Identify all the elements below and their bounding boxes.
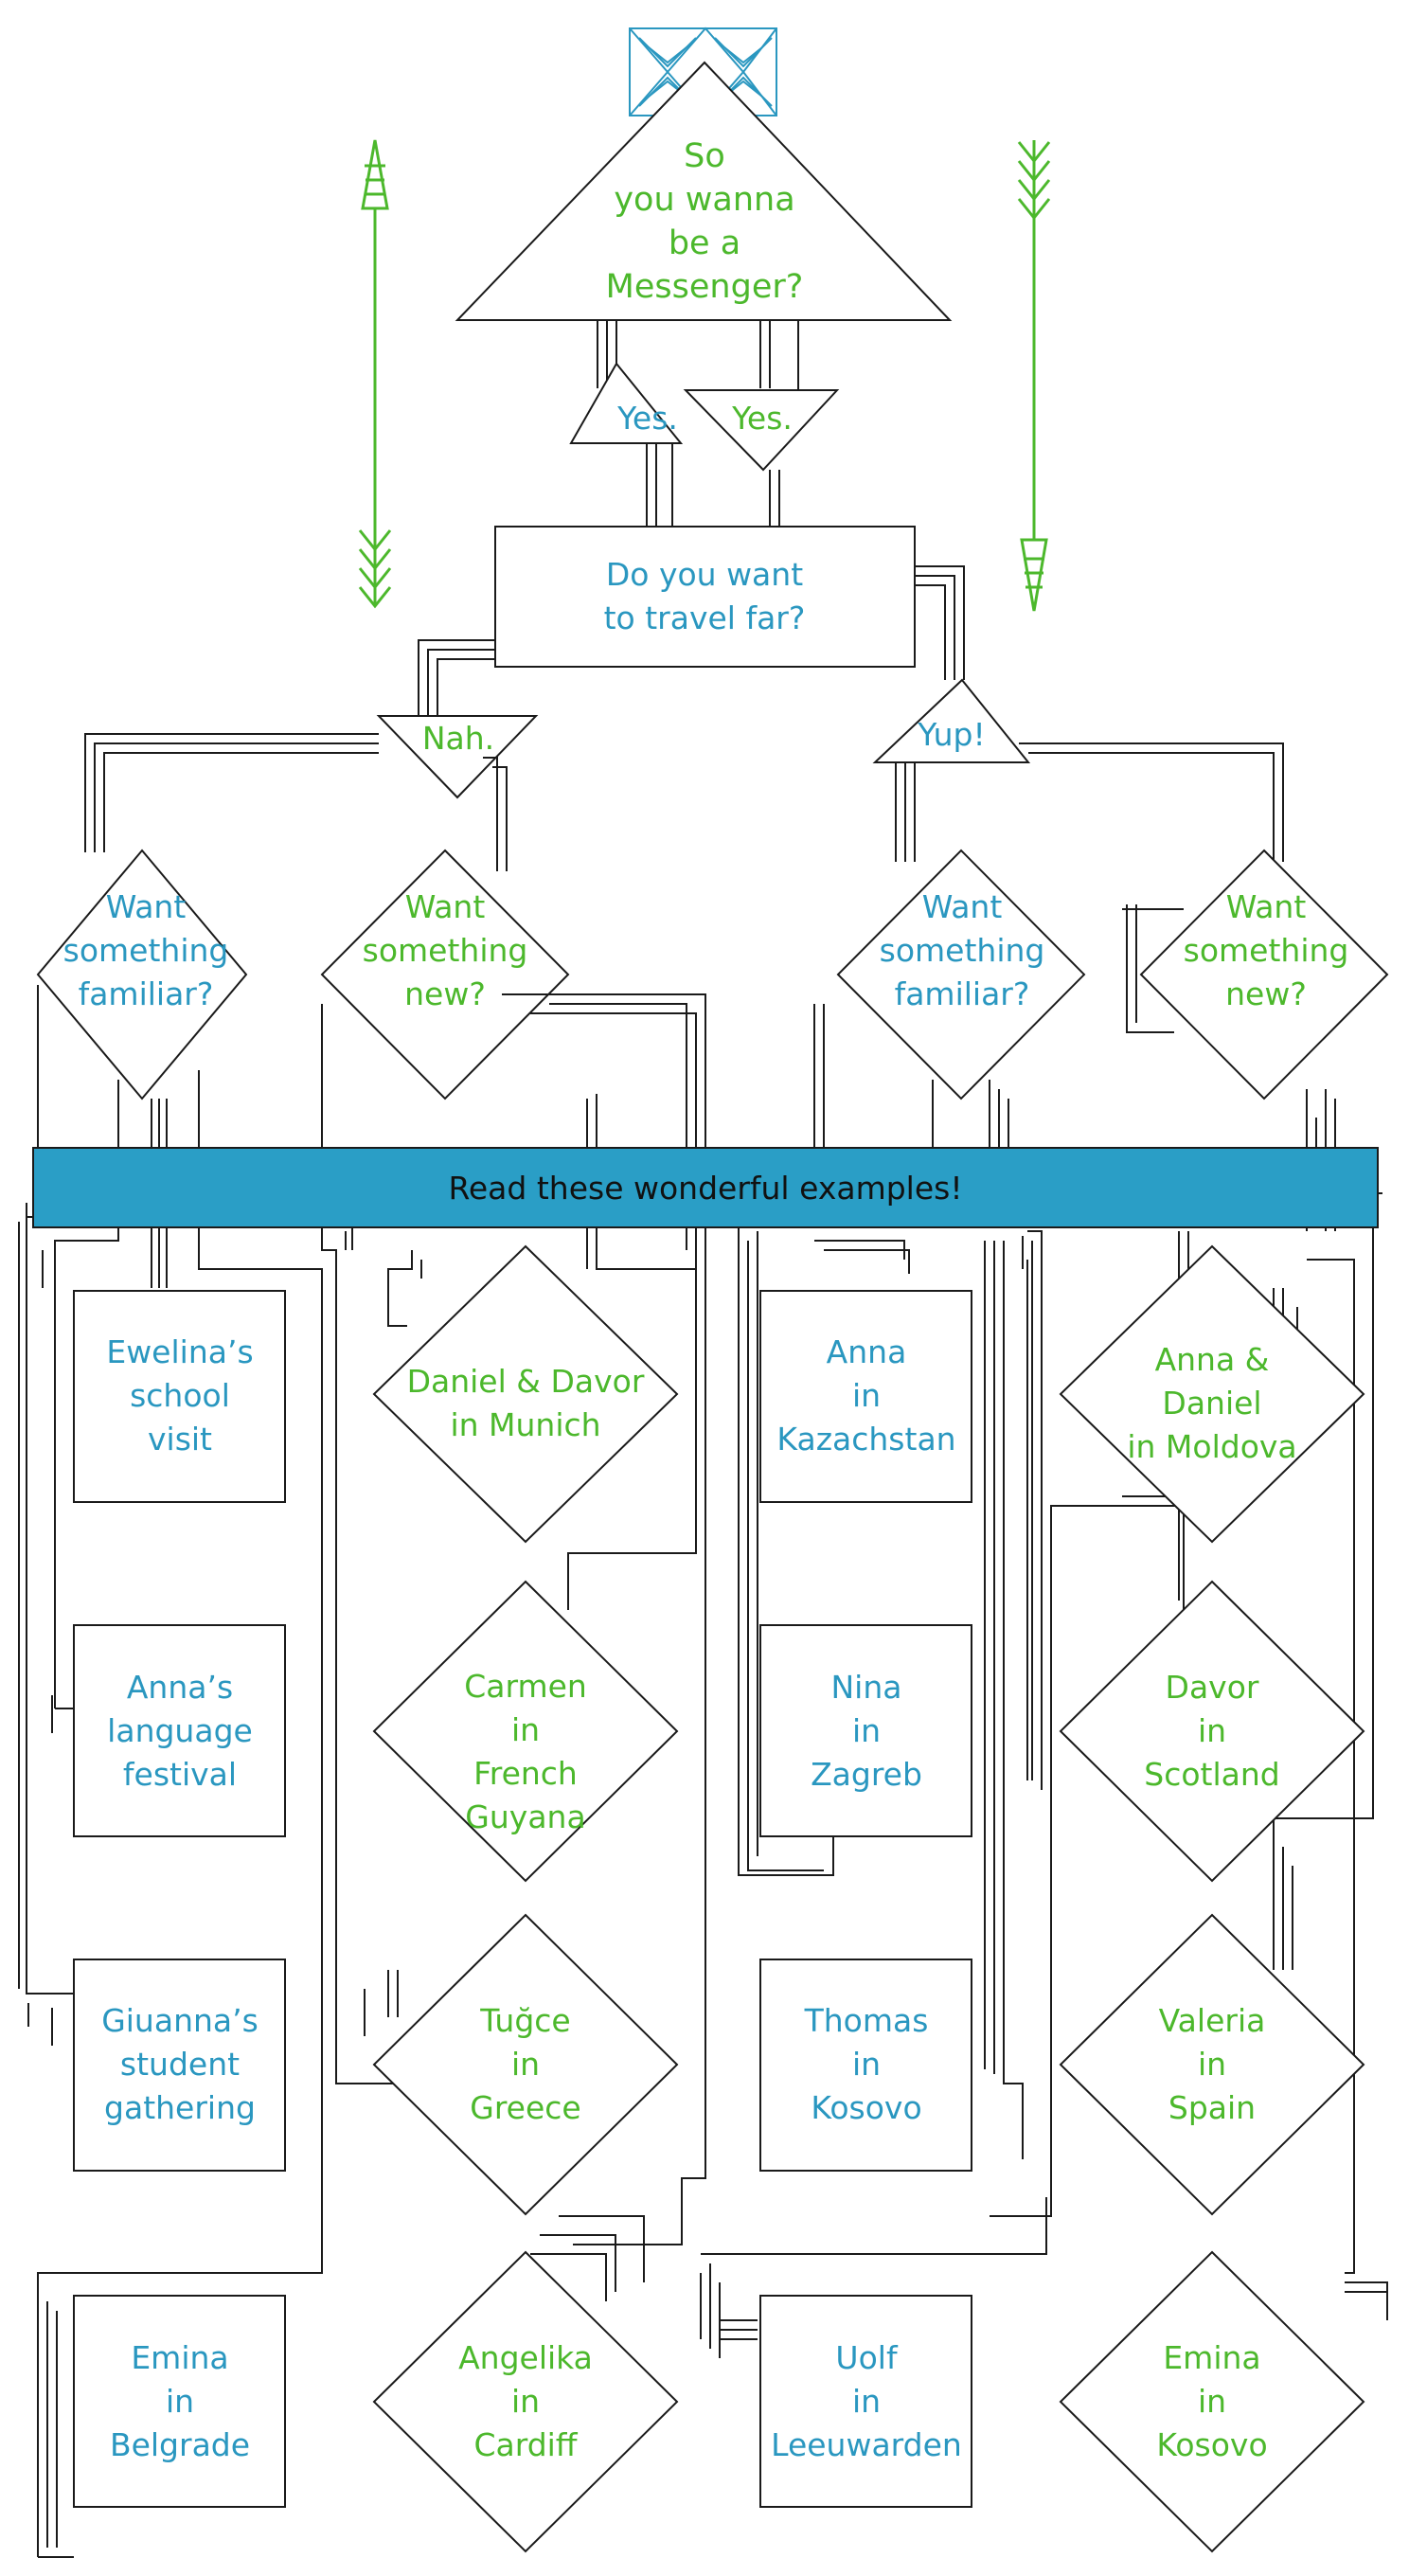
- example-col3-4: Uolf in Leeuwarden: [771, 2339, 962, 2463]
- example-box-col3-2: [759, 1624, 972, 1837]
- arrow-down-icon: [1017, 140, 1051, 612]
- example-diamond-col4-1: [1059, 1244, 1365, 1544]
- example-diamond-col2-4: [372, 2250, 679, 2553]
- example-box-col3-1: [759, 1290, 972, 1503]
- yup-label: Yup!: [918, 716, 986, 753]
- banner-bar: [32, 1147, 1379, 1228]
- example-col2-3: Tuğce in Greece: [470, 2002, 581, 2126]
- branch-familiar-left: Want something familiar?: [62, 888, 229, 1012]
- yes-left-shape: [569, 362, 684, 444]
- messenger-question: So you wanna be a Messenger?: [605, 137, 804, 306]
- example-diamond-col2-1: [372, 1244, 679, 1544]
- branch-new-right: Want something new?: [1183, 888, 1349, 1012]
- branch-diamond-3-shape: [836, 849, 1086, 1100]
- example-diamond-col2-3: [372, 1913, 679, 2216]
- example-col2-1: Daniel & Davor in Munich: [406, 1363, 645, 1443]
- example-diamond-col4-4: [1059, 2250, 1365, 2553]
- example-col4-1: Anna & Daniel in Moldova: [1127, 1341, 1297, 1465]
- example-box-col1-1: [73, 1290, 286, 1503]
- example-col4-2: Davor in Scotland: [1144, 1669, 1280, 1793]
- example-col3-3: Thomas in Kosovo: [804, 2002, 929, 2126]
- connector-lines: [18, 904, 1388, 2558]
- example-col1-3: Giuanna’s student gathering: [101, 2002, 259, 2126]
- example-col3-1: Anna in Kazachstan: [776, 1333, 956, 1458]
- branch-diamond-4-shape: [1139, 849, 1389, 1100]
- example-box-col1-4: [73, 2295, 286, 2508]
- example-box-col1-2: [73, 1624, 286, 1837]
- travel-question-box: [494, 526, 916, 668]
- example-col3-2: Nina in Zagreb: [811, 1669, 922, 1793]
- yes-right-shape: [683, 389, 840, 472]
- example-col4-4: Emina in Kosovo: [1156, 2339, 1268, 2463]
- example-box-col1-3: [73, 1959, 286, 2172]
- branch-diamond-2-shape: [320, 849, 570, 1100]
- example-col2-4: Angelika in Cardiff: [458, 2339, 593, 2463]
- example-diamond-col2-2: [372, 1580, 679, 1883]
- travel-question: Do you want to travel far?: [603, 556, 806, 636]
- example-box-col3-4: [759, 2295, 972, 2508]
- branch-diamond-1-shape: [36, 849, 248, 1100]
- example-diamond-col4-3: [1059, 1913, 1365, 2216]
- example-col1-4: Emina in Belgrade: [109, 2339, 251, 2463]
- example-col4-3: Valeria in Spain: [1158, 2002, 1266, 2126]
- example-col1-2: Anna’s language festival: [107, 1669, 253, 1793]
- yes-left-label: Yes.: [617, 400, 678, 437]
- banner-text: Read these wonderful examples!: [448, 1169, 963, 1207]
- messenger-question-shape: [455, 61, 953, 321]
- example-col1-1: Ewelina’s school visit: [106, 1333, 254, 1458]
- arrow-up-icon: [358, 139, 392, 609]
- branch-familiar-right: Want something familiar?: [879, 888, 1045, 1012]
- example-diamond-col4-2: [1059, 1580, 1365, 1883]
- yes-right-label: Yes.: [732, 400, 793, 437]
- example-col2-2: Carmen in French Guyana: [464, 1668, 587, 1835]
- nah-label: Nah.: [421, 720, 495, 757]
- branch-new-left: Want something new?: [362, 888, 528, 1012]
- example-box-col3-3: [759, 1959, 972, 2172]
- yup-shape: [872, 678, 1031, 763]
